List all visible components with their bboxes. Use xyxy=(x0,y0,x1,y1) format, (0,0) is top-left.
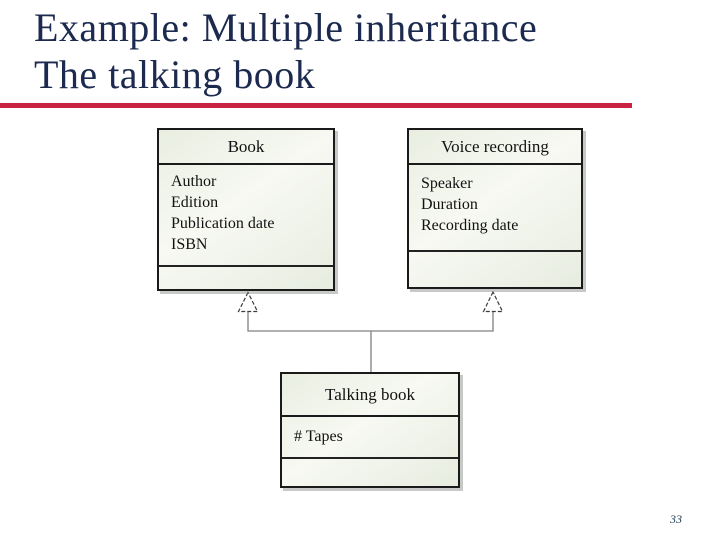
attribute-item: Recording date xyxy=(421,217,519,234)
title-line-2: The talking book xyxy=(34,52,316,97)
class-box-talking-book: Talking book # Tapes xyxy=(280,372,460,488)
class-methods-voice-recording xyxy=(409,252,581,287)
class-name-book: Book xyxy=(159,130,333,165)
class-attributes-talking-book: # Tapes xyxy=(282,417,458,459)
title-line-1: Example: Multiple inheritance xyxy=(34,5,538,50)
connector-line xyxy=(247,311,494,332)
class-methods-book xyxy=(159,267,333,289)
page-title: Example: Multiple inheritance The talkin… xyxy=(34,4,537,98)
class-name-voice-recording: Voice recording xyxy=(409,130,581,165)
class-box-voice-recording: Voice recording Speaker Duration Recordi… xyxy=(407,128,583,289)
attribute-item: Author xyxy=(171,173,217,190)
generalization-triangle-icon xyxy=(237,291,259,313)
class-methods-talking-book xyxy=(282,459,458,486)
class-attributes-voice-recording: Speaker Duration Recording date xyxy=(409,165,581,252)
attribute-item: Speaker xyxy=(421,175,473,192)
attribute-item: ISBN xyxy=(171,236,208,253)
page-number: 33 xyxy=(670,512,682,526)
attribute-item: Duration xyxy=(421,196,478,213)
generalization-triangle-icon xyxy=(482,290,504,313)
class-attributes-book: Author Edition Publication date ISBN xyxy=(159,165,333,267)
attribute-item: Publication date xyxy=(171,215,275,232)
attribute-item: # Tapes xyxy=(294,428,343,445)
class-box-book: Book Author Edition Publication date ISB… xyxy=(157,128,335,291)
attribute-item: Edition xyxy=(171,194,219,211)
title-underline-rule xyxy=(0,103,632,108)
class-name-talking-book: Talking book xyxy=(282,374,458,417)
